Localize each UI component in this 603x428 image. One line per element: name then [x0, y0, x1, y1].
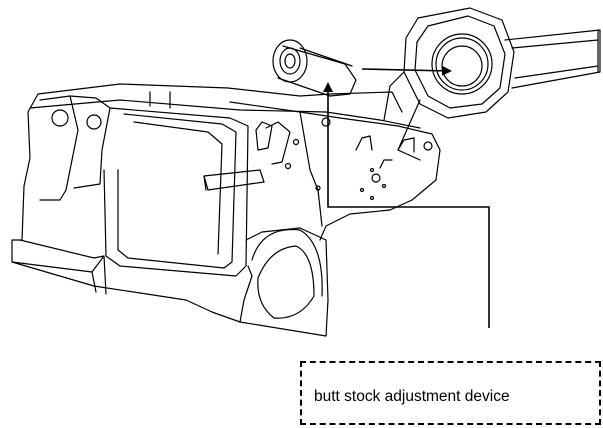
callout-label: butt stock adjustment device — [314, 388, 510, 405]
receiver-ring — [384, 8, 514, 160]
butt-stock-adjuster — [273, 40, 356, 96]
leader-line — [323, 82, 489, 328]
insertion-arrow — [362, 65, 452, 76]
buffer-tube — [505, 30, 600, 88]
callout-box — [300, 361, 601, 425]
receiver-body — [12, 84, 440, 336]
